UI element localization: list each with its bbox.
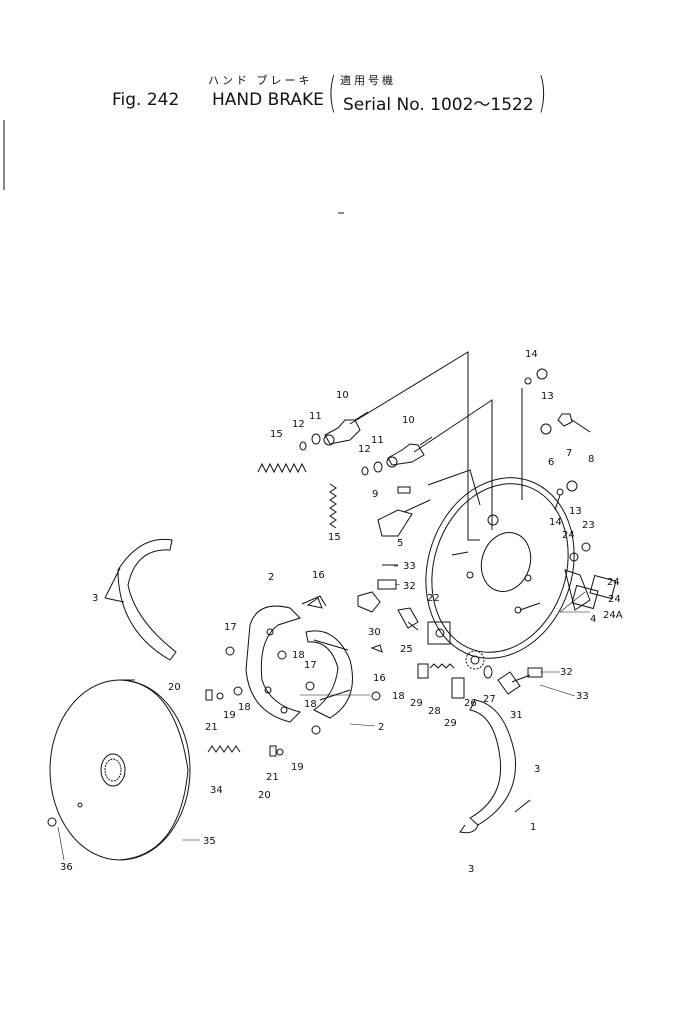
callout-20: 20 — [168, 682, 181, 693]
callout-7: 7 — [566, 448, 572, 459]
callout-10: 10 — [402, 415, 415, 426]
spring-15-lower — [329, 483, 337, 529]
callout-36: 36 — [60, 862, 73, 873]
callout-15: 15 — [270, 429, 283, 440]
brake-drum — [49, 679, 191, 861]
callout-18: 18 — [292, 650, 305, 661]
callout-18: 18 — [392, 691, 405, 702]
cam-lever-5 — [377, 509, 413, 537]
callout-24: 24 — [608, 594, 621, 605]
callout-33: 33 — [576, 691, 589, 702]
close-paren: ) — [538, 68, 547, 117]
callout-33: 33 — [403, 561, 416, 572]
callout-27: 27 — [483, 694, 496, 705]
brake-shoe-upper — [245, 595, 327, 723]
callout-34: 34 — [210, 785, 223, 796]
adjuster-gear-26 — [465, 650, 485, 670]
callout-10: 10 — [336, 390, 349, 401]
japanese-title: ハンド ブレーキ — [208, 74, 313, 87]
open-paren: ( — [328, 68, 337, 117]
callout-28: 28 — [428, 706, 441, 717]
callout-12: 12 — [292, 419, 305, 430]
callout-15: 15 — [328, 532, 341, 543]
callout-17: 17 — [304, 660, 317, 671]
callout-23: 23 — [582, 520, 595, 531]
callout-3: 3 — [92, 593, 98, 604]
callout-5: 5 — [397, 538, 403, 549]
callout-3: 3 — [468, 864, 474, 875]
callout-35: 35 — [203, 836, 216, 847]
spring-15-upper — [257, 462, 307, 474]
callout-22: 22 — [427, 593, 440, 604]
callout-20: 20 — [258, 790, 271, 801]
callout-2: 2 — [268, 572, 274, 583]
callout-29: 29 — [410, 698, 423, 709]
brake-lining-upper — [117, 538, 177, 661]
callout-24A: 24A — [603, 610, 623, 621]
backing-plate — [425, 477, 591, 659]
callout-16: 16 — [373, 673, 386, 684]
callout-8: 8 — [588, 454, 594, 465]
callout-18: 18 — [304, 699, 317, 710]
figure-number: Fig. 242 — [112, 90, 180, 110]
callout-3: 3 — [534, 764, 540, 775]
diagram-title: HAND BRAKE — [212, 90, 324, 110]
callout-14: 14 — [549, 517, 562, 528]
callout-4: 4 — [590, 614, 596, 625]
callout-16: 16 — [312, 570, 325, 581]
callout-13: 13 — [541, 391, 554, 402]
callout-17: 17 — [224, 622, 237, 633]
callout-32: 32 — [560, 667, 573, 678]
callout-32: 32 — [403, 581, 416, 592]
callout-19: 19 — [291, 762, 304, 773]
serial-range: Serial No. 1002～1522 — [343, 95, 534, 115]
callout-29: 29 — [444, 718, 457, 729]
callout-25: 25 — [400, 644, 413, 655]
callout-14: 14 — [525, 349, 538, 360]
callout-12: 12 — [358, 444, 371, 455]
brake-lining-lower — [469, 699, 517, 826]
callout-18: 18 — [238, 702, 251, 713]
callout-24: 24 — [607, 577, 620, 588]
callout-30: 30 — [368, 627, 381, 638]
callout-19: 19 — [223, 710, 236, 721]
callout-9: 9 — [372, 489, 378, 500]
callout-1: 1 — [530, 822, 536, 833]
callout-21: 21 — [266, 772, 279, 783]
callout-24: 24 — [562, 530, 575, 541]
diagram-header: ハンド ブレーキ ( 適用号機 Fig. 242 HAND BRAKE Seri… — [0, 0, 679, 120]
spring-34 — [207, 745, 241, 753]
pin-10-upper — [323, 411, 369, 446]
callout-11: 11 — [371, 435, 384, 446]
callout-13: 13 — [569, 506, 582, 517]
callout-21: 21 — [205, 722, 218, 733]
pin-10-lower — [386, 436, 433, 468]
callout-2: 2 — [378, 722, 384, 733]
callout-6: 6 — [548, 457, 554, 468]
japanese-serial-label: 適用号機 — [340, 74, 396, 87]
callout-26: 26 — [464, 698, 477, 709]
callout-11: 11 — [309, 411, 322, 422]
callout-31: 31 — [510, 710, 523, 721]
